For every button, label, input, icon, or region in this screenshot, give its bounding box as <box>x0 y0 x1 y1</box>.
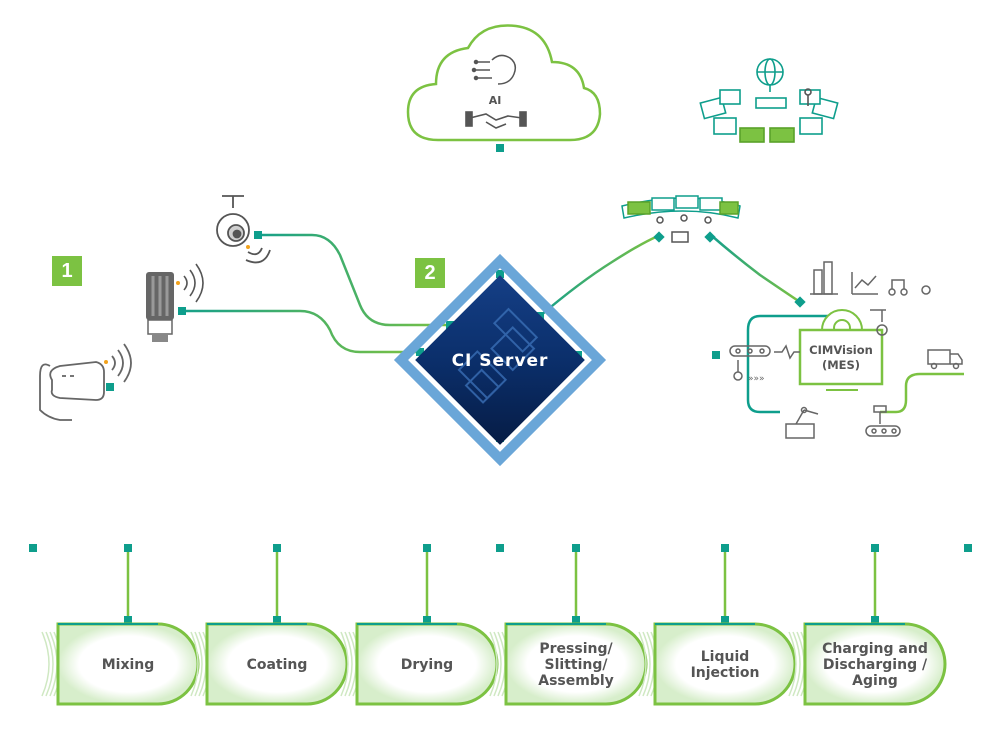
truck-icon <box>927 349 963 370</box>
assembly-line-icon <box>865 405 901 437</box>
stage-label: Slitting/ <box>545 657 609 673</box>
stage-ripple <box>194 631 203 697</box>
svg-text:»»»: »»» <box>748 374 765 384</box>
stage-ripple <box>190 631 199 697</box>
stage-ripple <box>642 631 651 697</box>
global-monitoring-icon <box>699 58 839 143</box>
handshake-icon <box>465 111 527 129</box>
ai-brain-icon <box>471 54 517 85</box>
stage-label: Liquid <box>701 649 750 665</box>
link-dome-mes <box>711 235 801 304</box>
mes-label-type: (MES) <box>822 358 860 372</box>
process-stage[interactable]: Pressing/Slitting/Assembly <box>489 622 648 706</box>
stage-ripple <box>489 631 498 697</box>
stage-label: Aging <box>852 673 898 689</box>
stage-ripple <box>45 631 54 697</box>
step-badge-1: 1 <box>52 256 82 286</box>
step-badge-2: 2 <box>415 258 445 288</box>
vr-headset-icon <box>39 343 132 421</box>
ceiling-camera-array-icon <box>621 195 741 243</box>
process-stage[interactable]: Mixing <box>41 622 200 706</box>
link-camera-server <box>258 233 450 327</box>
beacon-sensor-icon <box>146 263 204 342</box>
stage-label: Pressing/ <box>539 641 613 657</box>
stage-ripple <box>638 631 647 697</box>
robot-arm-icon <box>870 309 888 336</box>
stage-label: Injection <box>691 665 760 681</box>
ai-label: AI <box>489 94 502 107</box>
stage-label: Discharging / <box>823 657 928 673</box>
stage-ripple <box>493 631 502 697</box>
stage-ripple <box>41 631 50 697</box>
stage-capsule <box>803 622 947 706</box>
stage-capsule <box>205 622 349 706</box>
stage-label: Assembly <box>538 673 614 689</box>
stage-label: Mixing <box>102 657 155 673</box>
link-server-dome <box>539 234 659 317</box>
camera-icon <box>216 195 271 264</box>
stage-label: Charging and <box>822 641 928 657</box>
robot-station-icon <box>785 406 819 439</box>
stage-label: Drying <box>401 657 453 673</box>
process-stage[interactable]: Coating <box>190 622 349 706</box>
mes-cluster: CIMVision (MES) »»» <box>729 261 964 439</box>
factory-analytics-icons <box>810 261 931 296</box>
stage-ripple <box>792 631 801 697</box>
stage-capsule <box>653 622 797 706</box>
process-stages: Mixing Coating Drying Pressing/Slitting/Ass… <box>41 622 947 706</box>
process-stage[interactable]: Drying <box>340 622 499 706</box>
stage-label: Coating <box>247 657 308 673</box>
ai-cloud: AI <box>406 24 602 142</box>
stage-ripple <box>788 631 797 697</box>
ci-server-label: CI Server <box>452 351 549 371</box>
link-beacon-server <box>182 309 420 354</box>
conveyor-icon: »»» <box>729 344 800 384</box>
mes-label-name: CIMVision <box>809 343 873 357</box>
stage-ripple <box>340 631 349 697</box>
stage-ripple <box>344 631 353 697</box>
